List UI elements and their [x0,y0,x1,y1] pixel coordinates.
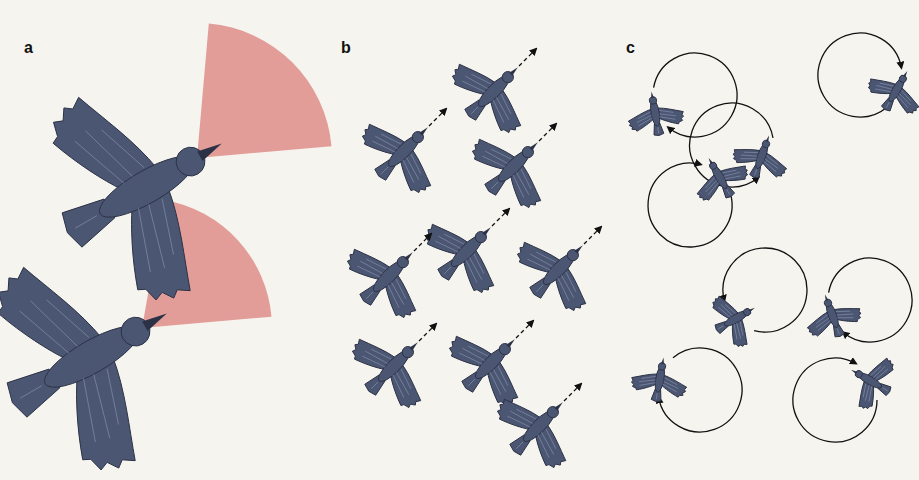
panel-label: c [626,40,635,56]
panel-label: a [24,40,33,56]
large-birds [0,47,278,480]
circling-birds [624,57,919,416]
panel-label: b [341,40,351,56]
circling-arrows [648,33,912,442]
heading-arrows [414,49,601,401]
aligned-flock [333,37,613,480]
